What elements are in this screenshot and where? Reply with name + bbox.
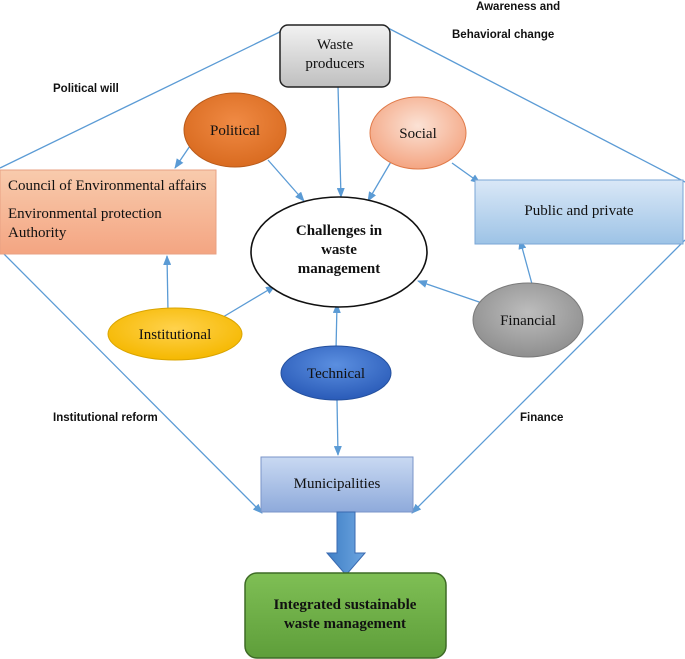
- council-label-1: Council of Environmental affairs: [8, 178, 207, 194]
- public-private-label: Public and private: [524, 203, 633, 219]
- waste-producers-box: Waste producers: [279, 24, 391, 88]
- council-label-3: Authority: [8, 225, 67, 241]
- political-label: Political: [210, 123, 260, 139]
- integrated-box: Integrated sustainable waste management: [244, 572, 447, 659]
- challenges-node: Challenges in waste management: [250, 196, 428, 308]
- awareness-label-2: Behavioral change: [452, 29, 554, 41]
- financial-label: Financial: [500, 313, 556, 329]
- waste-producers-label-2: producers: [305, 56, 364, 72]
- financial-node: Financial: [472, 282, 584, 358]
- institutional-reform-label: Institutional reform: [53, 412, 158, 424]
- council-label-2: Environmental protection: [8, 206, 162, 222]
- awareness-label-1: Awareness and: [476, 1, 560, 13]
- technical-node: Technical: [280, 345, 392, 401]
- down-arrow-icon: [325, 511, 367, 576]
- challenges-label-3: management: [298, 261, 381, 277]
- council-box: Council of Environmental affairs Environ…: [0, 169, 217, 255]
- waste-producers-label-1: Waste: [317, 37, 354, 53]
- integrated-label-2: waste management: [284, 616, 406, 632]
- side-labels: Awareness and Behavioral change Politica…: [53, 1, 563, 424]
- municipalities-label: Municipalities: [294, 476, 381, 492]
- institutional-label: Institutional: [139, 327, 212, 343]
- political-node: Political: [183, 92, 287, 168]
- social-node: Social: [369, 96, 467, 170]
- public-private-box: Public and private: [474, 179, 684, 245]
- connectors: [163, 85, 533, 456]
- outer-frame: [0, 27, 685, 514]
- challenges-label-2: waste: [321, 242, 357, 258]
- integrated-label-1: Integrated sustainable: [274, 597, 417, 613]
- finance-label: Finance: [520, 412, 563, 424]
- technical-label: Technical: [307, 366, 365, 382]
- municipalities-box: Municipalities: [260, 456, 414, 513]
- political-will-label: Political will: [53, 83, 119, 95]
- social-label: Social: [399, 126, 437, 142]
- challenges-label-1: Challenges in: [296, 223, 383, 239]
- institutional-node: Institutional: [107, 307, 243, 361]
